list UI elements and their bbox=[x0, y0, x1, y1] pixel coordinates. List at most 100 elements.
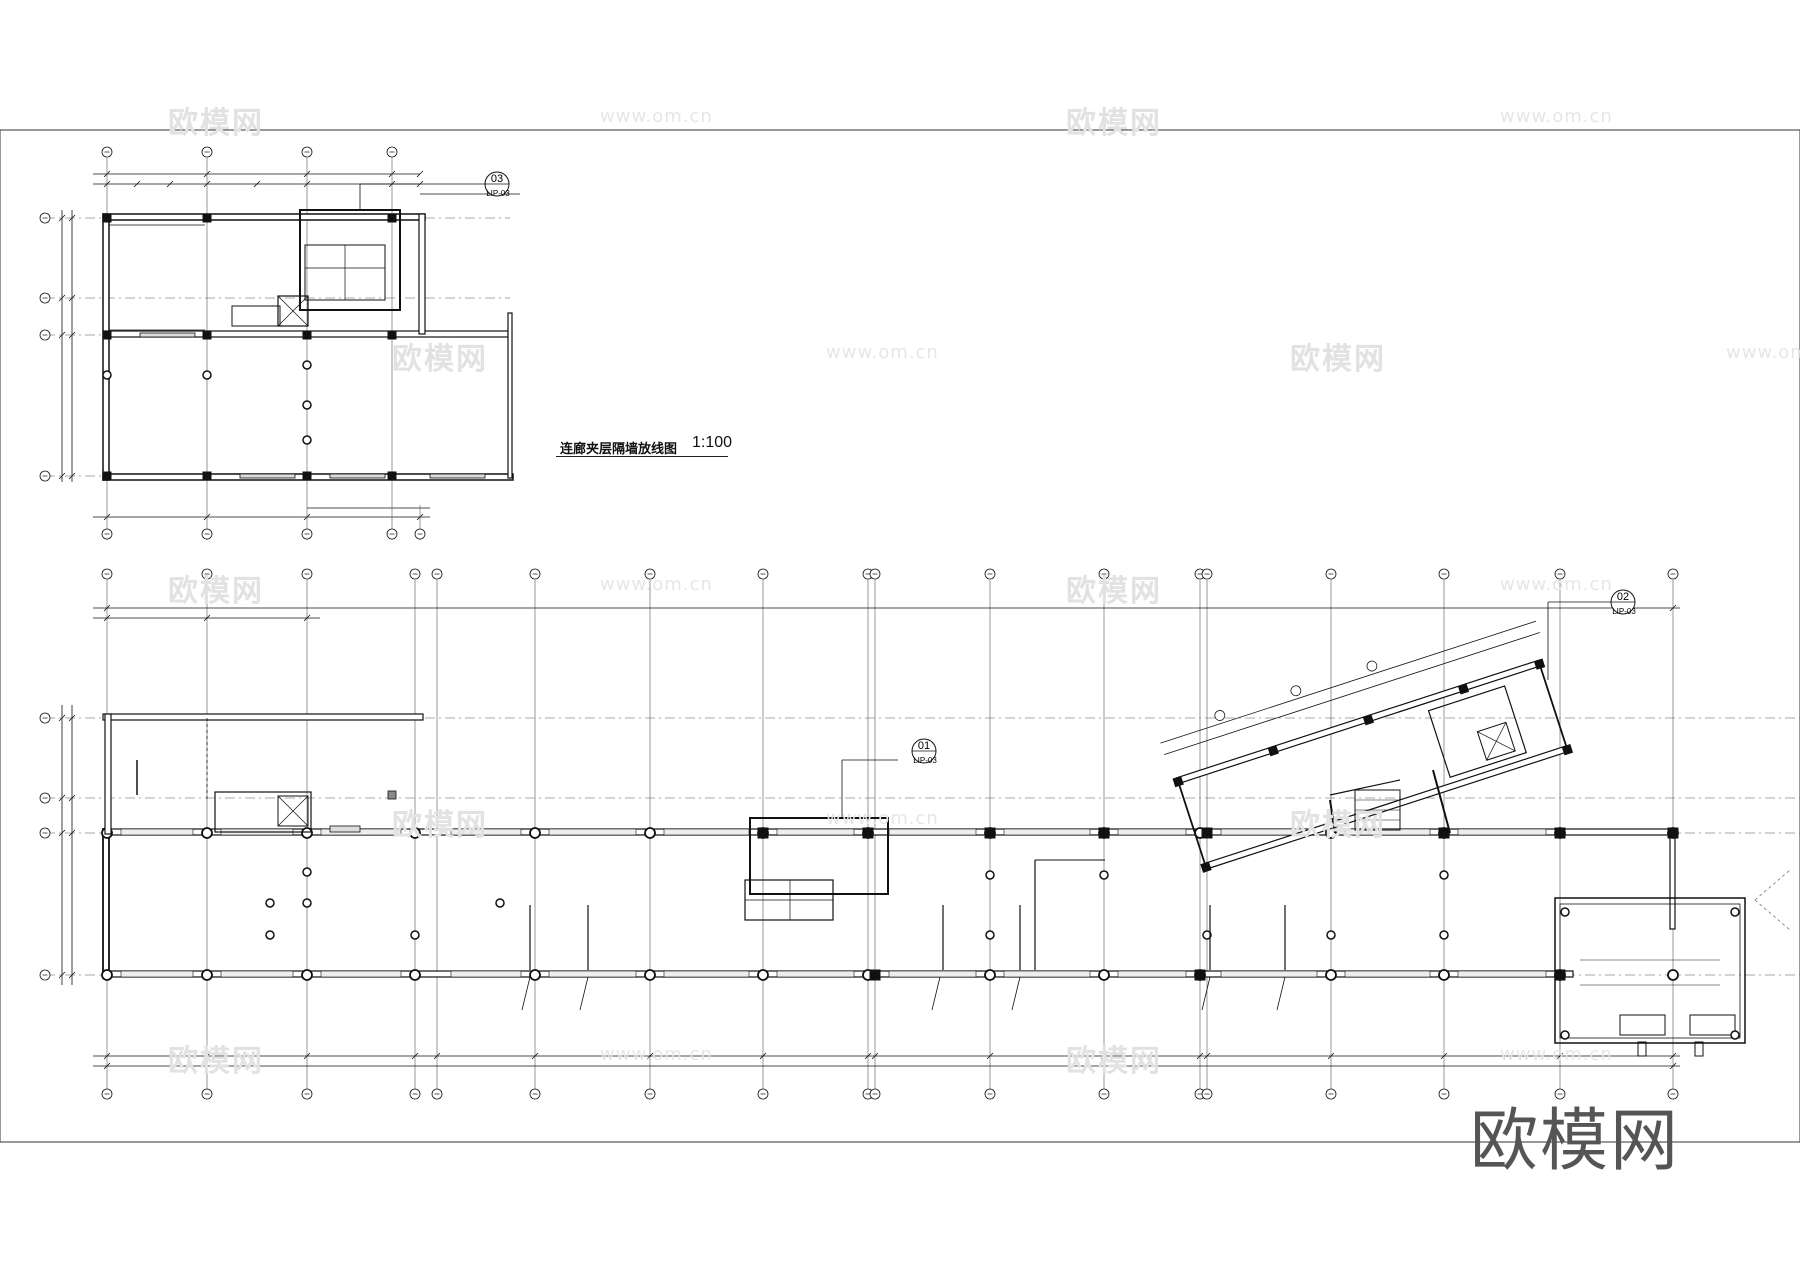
grid-bubble bbox=[1290, 685, 1302, 697]
round-column bbox=[757, 969, 769, 981]
round-column bbox=[644, 827, 656, 839]
dimension-tick bbox=[864, 1052, 872, 1060]
dimension-tick bbox=[103, 614, 111, 622]
window-band bbox=[1003, 828, 1091, 836]
dimension-tick bbox=[986, 1052, 994, 1060]
link-wall bbox=[1329, 799, 1336, 834]
sheet-frame bbox=[0, 129, 1800, 1143]
core bbox=[214, 791, 312, 833]
elevator bbox=[277, 795, 309, 827]
watermark-brand: 欧模网 bbox=[1290, 342, 1386, 377]
dimension-tick bbox=[166, 180, 174, 188]
column bbox=[1554, 827, 1566, 839]
round-column bbox=[1560, 1030, 1570, 1040]
watermark-brand: 欧模网 bbox=[1290, 808, 1386, 843]
window bbox=[329, 825, 361, 833]
window-band bbox=[450, 970, 522, 978]
column bbox=[1438, 827, 1450, 839]
watermark-url: www.om.cn bbox=[600, 574, 713, 595]
window-band bbox=[1457, 970, 1547, 978]
north-arrow-line bbox=[1754, 869, 1791, 901]
window-band bbox=[450, 828, 522, 836]
round-column bbox=[1326, 930, 1336, 940]
column bbox=[102, 213, 112, 223]
wing-dimension-line bbox=[1164, 632, 1540, 755]
round-column bbox=[1667, 969, 1679, 981]
round-column bbox=[985, 930, 995, 940]
round-column bbox=[1730, 907, 1740, 917]
watermark-brand: 欧模网 bbox=[168, 106, 264, 141]
annex-outline bbox=[1554, 897, 1746, 1044]
round-column bbox=[102, 370, 112, 380]
window bbox=[429, 473, 486, 479]
column bbox=[302, 330, 312, 340]
column bbox=[1533, 658, 1546, 670]
dimension-tick bbox=[68, 794, 76, 802]
round-column bbox=[302, 435, 312, 445]
window-band bbox=[1117, 970, 1187, 978]
fixture bbox=[1637, 1041, 1647, 1057]
column bbox=[102, 471, 112, 481]
window bbox=[139, 332, 196, 338]
round-column bbox=[301, 827, 313, 839]
round-column bbox=[1560, 907, 1570, 917]
window-band bbox=[776, 970, 855, 978]
dimension-tick bbox=[411, 1052, 419, 1060]
column bbox=[1098, 827, 1110, 839]
dimension-tick bbox=[58, 214, 66, 222]
round-column bbox=[1439, 870, 1449, 880]
section-mark-id: 02 bbox=[1617, 591, 1629, 603]
wall bbox=[102, 828, 110, 978]
dimension-tick bbox=[531, 1052, 539, 1060]
round-column bbox=[529, 969, 541, 981]
watermark-url: www.om.cn bbox=[600, 106, 713, 127]
door-swing bbox=[579, 976, 589, 1011]
round-column bbox=[409, 969, 421, 981]
column bbox=[387, 471, 397, 481]
window-band bbox=[663, 828, 750, 836]
dimension-tick bbox=[58, 829, 66, 837]
dimension-tick bbox=[203, 614, 211, 622]
column bbox=[1172, 775, 1184, 788]
column bbox=[302, 471, 312, 481]
dimension-tick bbox=[759, 1052, 767, 1060]
wing-wall bbox=[1203, 745, 1569, 870]
dimension-tick bbox=[1556, 1052, 1564, 1060]
section-mark-id: 01 bbox=[918, 740, 930, 752]
window-band bbox=[888, 828, 977, 836]
window-band bbox=[1344, 828, 1431, 836]
watermark-brand: 欧模网 bbox=[168, 574, 264, 609]
wall bbox=[418, 213, 426, 335]
link-wall bbox=[1329, 779, 1401, 796]
watermark-url: www.om.cn bbox=[600, 1044, 713, 1065]
window-band bbox=[320, 970, 402, 978]
column bbox=[202, 471, 212, 481]
window-band bbox=[1003, 970, 1091, 978]
fixture bbox=[1694, 1041, 1704, 1057]
dimension-tick bbox=[1203, 1052, 1211, 1060]
round-column bbox=[409, 827, 421, 839]
watermark-brand: 欧模网 bbox=[392, 808, 488, 843]
round-column bbox=[302, 898, 312, 908]
round-column bbox=[495, 898, 505, 908]
column bbox=[869, 969, 881, 981]
window-band bbox=[1457, 828, 1547, 836]
dimension-tick bbox=[68, 829, 76, 837]
column bbox=[1194, 969, 1206, 981]
dimension-tick bbox=[416, 170, 424, 178]
watermark-brand: 欧模网 bbox=[392, 342, 488, 377]
round-column bbox=[1439, 930, 1449, 940]
door-swing bbox=[1201, 976, 1211, 1011]
window-band bbox=[776, 828, 855, 836]
dimension-tick bbox=[1100, 1052, 1108, 1060]
window-band bbox=[548, 828, 637, 836]
column bbox=[202, 330, 212, 340]
window-band bbox=[1344, 970, 1431, 978]
window-band bbox=[120, 970, 194, 978]
drawing-title: 连廊夹层隔墙放线图 bbox=[560, 442, 678, 457]
dimension-tick bbox=[133, 180, 141, 188]
dimension-tick bbox=[871, 1052, 879, 1060]
wall bbox=[104, 713, 112, 835]
window-band bbox=[1220, 970, 1318, 978]
